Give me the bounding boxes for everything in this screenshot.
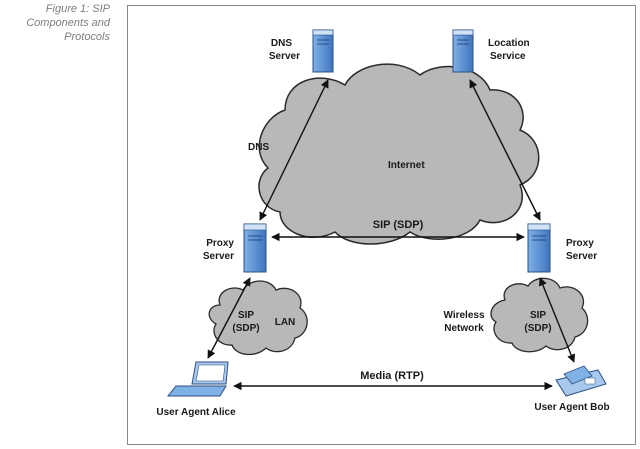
connection-lines <box>207 79 576 391</box>
proxy-server-left-icon <box>243 223 267 273</box>
proxy-right-label: Proxy <box>566 238 594 249</box>
wireless-label: Wireless <box>443 310 484 321</box>
caption-line: Protocols <box>64 31 110 43</box>
proxy-left-label: Proxy <box>206 238 234 249</box>
user-agent-alice-label: User Agent Alice <box>156 407 236 418</box>
caption-line: Components and <box>26 17 110 29</box>
internet-label: Internet <box>388 160 425 171</box>
sip-link-label: SIP (SDP) <box>373 219 424 231</box>
media-link-label: Media (RTP) <box>360 370 424 382</box>
proxy-right-label: Server <box>566 251 597 262</box>
location-service-icon <box>452 29 474 73</box>
location-service-label: Service <box>490 51 526 62</box>
wireless-sip-label: SIP <box>530 310 546 321</box>
location-link <box>469 79 541 221</box>
dns-server-icon <box>312 29 334 73</box>
lan-sdp-label: (SDP) <box>232 323 259 334</box>
lan-label: LAN <box>275 317 296 328</box>
dns-server-label: DNS <box>271 38 292 49</box>
diagram-frame <box>127 5 636 445</box>
dns-server-label: Server <box>269 51 300 62</box>
laptop-icon <box>166 361 229 397</box>
lan-link <box>207 277 251 359</box>
proxy-left-label: Server <box>203 251 234 262</box>
caption-line: Figure 1: SIP <box>45 3 110 15</box>
phone-icon <box>555 365 607 397</box>
proxy-server-right-icon <box>527 223 551 273</box>
lan-sip-label: SIP <box>238 310 254 321</box>
wireless-sdp-label: (SDP) <box>524 323 551 334</box>
figure-caption: Figure 1: SIP Components and Protocols <box>0 2 110 44</box>
dns-link-label: DNS <box>248 142 269 153</box>
dns-link <box>259 79 329 221</box>
wireless-link <box>538 277 576 363</box>
wireless-label: Network <box>444 323 484 334</box>
user-agent-bob-label: User Agent Bob <box>534 402 609 413</box>
location-service-label: Location <box>488 38 530 49</box>
internet-cloud <box>258 63 540 245</box>
